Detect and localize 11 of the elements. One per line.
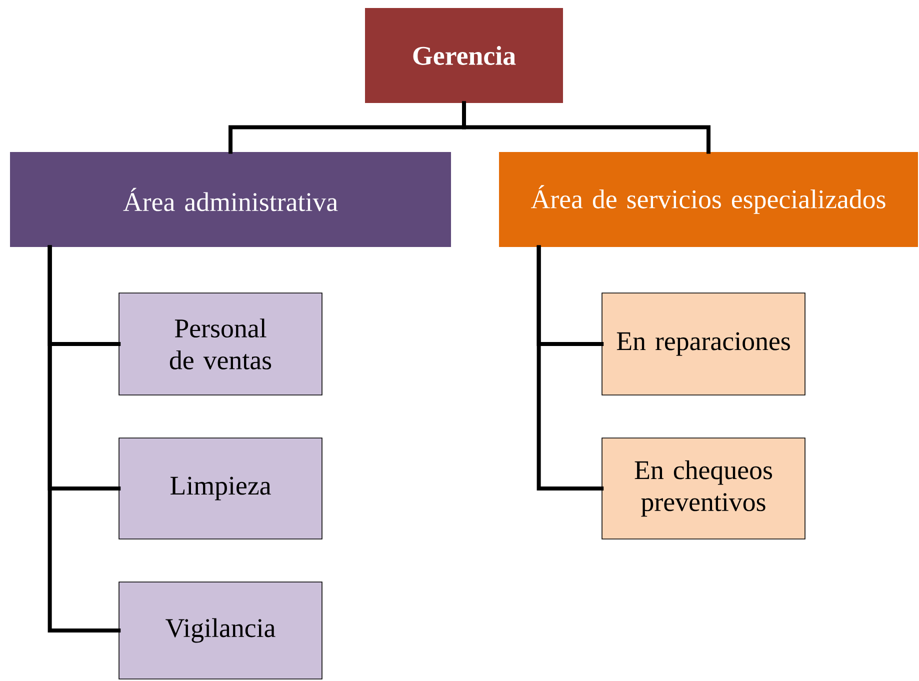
unit-box: En reparaciones xyxy=(602,292,806,396)
connector-line xyxy=(48,245,121,632)
department-box: Área de servicios especializados xyxy=(499,152,918,247)
unit-box: Personal de ventas xyxy=(118,292,322,396)
department-box: Área administrativa xyxy=(10,152,451,247)
unit-box: En chequeos preventivos xyxy=(602,438,806,540)
unit-box: Limpieza xyxy=(118,438,322,540)
connector-line xyxy=(462,101,710,154)
unit-box: Vigilancia xyxy=(118,582,322,680)
top-box: Gerencia xyxy=(365,8,563,103)
connector-line xyxy=(536,245,604,490)
